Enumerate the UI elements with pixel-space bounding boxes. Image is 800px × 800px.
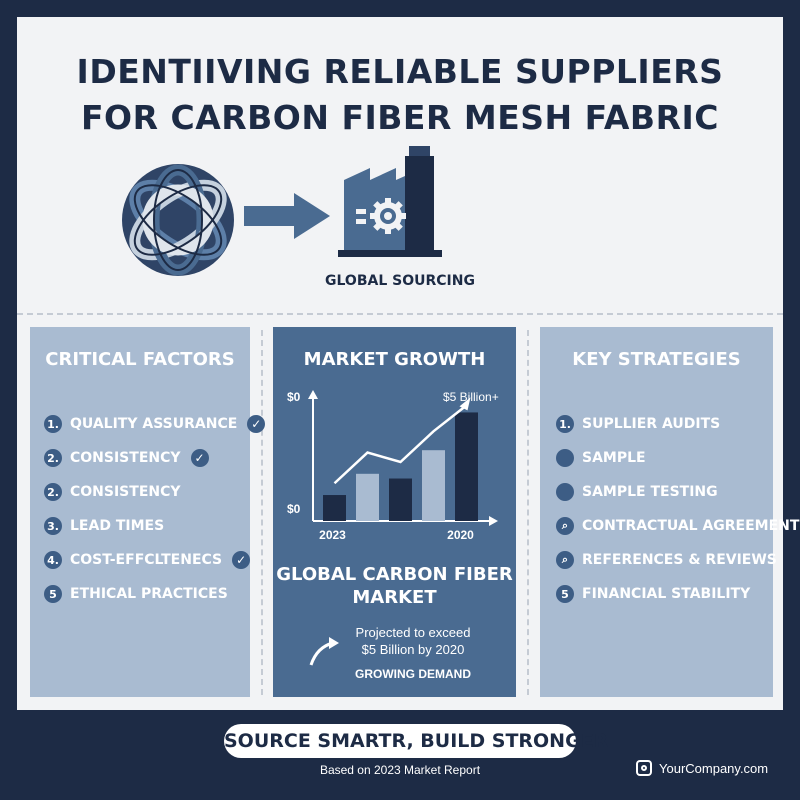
panel-divider-left xyxy=(261,330,263,695)
factor-item: 1. QUALITY ASSURANCE ✓ xyxy=(44,407,266,441)
factor-label: CONSISTENCY xyxy=(70,484,181,500)
factor-item: 2. CONSISTENCY ✓ xyxy=(44,441,265,475)
factory-gear-icon xyxy=(338,146,442,257)
key-strategies-list: 1. SUPLLIER AUDITS SAMPLE SAMPLE TESTING ⌕ CO… xyxy=(556,407,800,611)
woven-mesh-icon xyxy=(122,164,234,276)
hero-caption: GLOBAL SOURCING xyxy=(325,273,475,289)
strategy-item: ⌕ REFERENCES & REVIEWS xyxy=(556,543,800,577)
chart-bar xyxy=(455,412,478,521)
chart-bar xyxy=(422,450,445,521)
factor-number-badge: 2. xyxy=(44,483,62,501)
page-title: IDENTIIVING RELIABLE SUPPLIERS FOR CARBO… xyxy=(17,49,783,141)
chart-bar xyxy=(356,473,379,521)
factor-item: 4. COST-EFFCLTENECS ✓ xyxy=(44,543,265,577)
trend-arrowhead xyxy=(459,397,471,411)
factor-number-badge: 5 xyxy=(44,585,62,603)
factor-number-badge: 4. xyxy=(44,551,62,569)
market-heading-line-2: MARKET xyxy=(352,587,437,608)
bullet-dot-icon xyxy=(556,449,574,467)
market-heading: GLOBAL CARBON FIBER MARKET xyxy=(273,563,516,609)
checkmark-icon: ✓ xyxy=(247,415,266,433)
strategy-label: SAMPLE xyxy=(582,450,646,466)
market-note-line-2: $5 Billion by 2020 xyxy=(361,642,465,657)
strategy-item: ⌕ CONTRACTUAL AGREEMENTS xyxy=(556,509,800,543)
hero-illustration xyxy=(122,146,442,276)
title-line-1: IDENTIIVING RELIABLE SUPPLIERS xyxy=(76,52,724,91)
factor-item: 5 ETHICAL PRACTICES xyxy=(44,577,265,611)
market-heading-line-1: GLOBAL CARBON FIBER xyxy=(276,564,513,585)
bullet-dot-icon xyxy=(556,483,574,501)
panel-divider-right xyxy=(527,330,529,695)
tagline-banner: SOURCE SMARTR, BUILD STRONGER xyxy=(224,724,608,758)
market-growth-title: MARKET GROWTH xyxy=(303,349,486,370)
x-tick-label: 2023 xyxy=(319,528,346,542)
y-tick-label: $0 xyxy=(287,502,301,516)
strategy-item: 5 FINANCIAL STABILITY xyxy=(556,577,800,611)
strategy-label: CONTRACTUAL AGREEMENTS xyxy=(582,518,800,534)
x-axis-arrowhead xyxy=(489,516,498,526)
chart-bar xyxy=(389,478,412,521)
brand-link[interactable]: YourCompany.com xyxy=(636,760,768,776)
search-icon: ⌕ xyxy=(556,517,574,535)
brand-label: YourCompany.com xyxy=(659,760,769,776)
factor-number-badge: 2. xyxy=(44,449,62,467)
factor-label: COST-EFFCLTENECS xyxy=(70,552,223,568)
factor-label: QUALITY ASSURANCE xyxy=(70,416,238,432)
section-divider xyxy=(17,313,783,315)
y-tick-label: $0 xyxy=(287,390,301,404)
chart-bar xyxy=(323,495,346,521)
strategy-label: SUPLLIER AUDITS xyxy=(582,416,721,432)
strategy-item: SAMPLE TESTING xyxy=(556,475,800,509)
strategy-number-badge: 1. xyxy=(556,415,574,433)
strategy-item: 1. SUPLLIER AUDITS xyxy=(556,407,800,441)
search-icon: ⌕ xyxy=(556,551,574,569)
factor-number-badge: 1. xyxy=(44,415,62,433)
key-strategies-panel: KEY STRATEGIES 1. SUPLLIER AUDITS SAMPLE SA… xyxy=(540,327,800,697)
factor-label: CONSISTENCY xyxy=(70,450,181,466)
source-note: Based on 2023 Market Report xyxy=(319,763,481,777)
market-note-line-1: Projected to exceed xyxy=(355,625,471,640)
strategy-label: REFERENCES & REVIEWS xyxy=(582,552,777,568)
title-line-2: FOR CARBON FIBER MESH FABRIC xyxy=(80,98,719,137)
factor-label: LEAD TIMES xyxy=(70,518,165,534)
factor-number-badge: 3. xyxy=(44,517,62,535)
chart-trend-line xyxy=(333,404,468,485)
market-growth-panel: MARKET GROWTH $0 $0 2023 2020 $5 Billion+ GL… xyxy=(273,327,516,697)
checkmark-icon: ✓ xyxy=(190,449,209,467)
right-arrow-icon xyxy=(244,193,330,239)
key-strategies-title: KEY STRATEGIES xyxy=(572,349,741,370)
x-tick-label: 2020 xyxy=(447,528,474,542)
camera-icon xyxy=(636,760,652,776)
checkmark-icon: ✓ xyxy=(232,551,251,569)
critical-factors-title: CRITICAL FACTORS xyxy=(45,349,235,370)
growth-arrow-icon xyxy=(309,637,339,666)
market-projection-note: Projected to exceed $5 Billion by 2020 xyxy=(348,624,478,658)
factor-item: 3. LEAD TIMES xyxy=(44,509,265,543)
strategy-number-badge: 5 xyxy=(556,585,574,603)
growing-demand-label: GROWING DEMAND xyxy=(355,667,471,681)
strategy-item: SAMPLE xyxy=(556,441,800,475)
factor-label: ETHICAL PRACTICES xyxy=(70,586,228,602)
chart-annotation: $5 Billion+ xyxy=(443,390,499,404)
strategy-label: SAMPLE TESTING xyxy=(582,484,718,500)
critical-factors-panel: CRITICAL FACTORS 1. QUALITY ASSURANCE ✓ 2. C… xyxy=(30,327,266,697)
critical-factors-list: 1. QUALITY ASSURANCE ✓ 2. CONSISTENCY ✓ 2. CONS… xyxy=(44,407,266,611)
strategy-label: FINANCIAL STABILITY xyxy=(582,586,751,602)
market-growth-chart: $0 $0 2023 2020 $5 Billion+ xyxy=(287,390,499,542)
factor-item: 2. CONSISTENCY xyxy=(44,475,265,509)
y-axis-arrowhead xyxy=(308,390,318,399)
